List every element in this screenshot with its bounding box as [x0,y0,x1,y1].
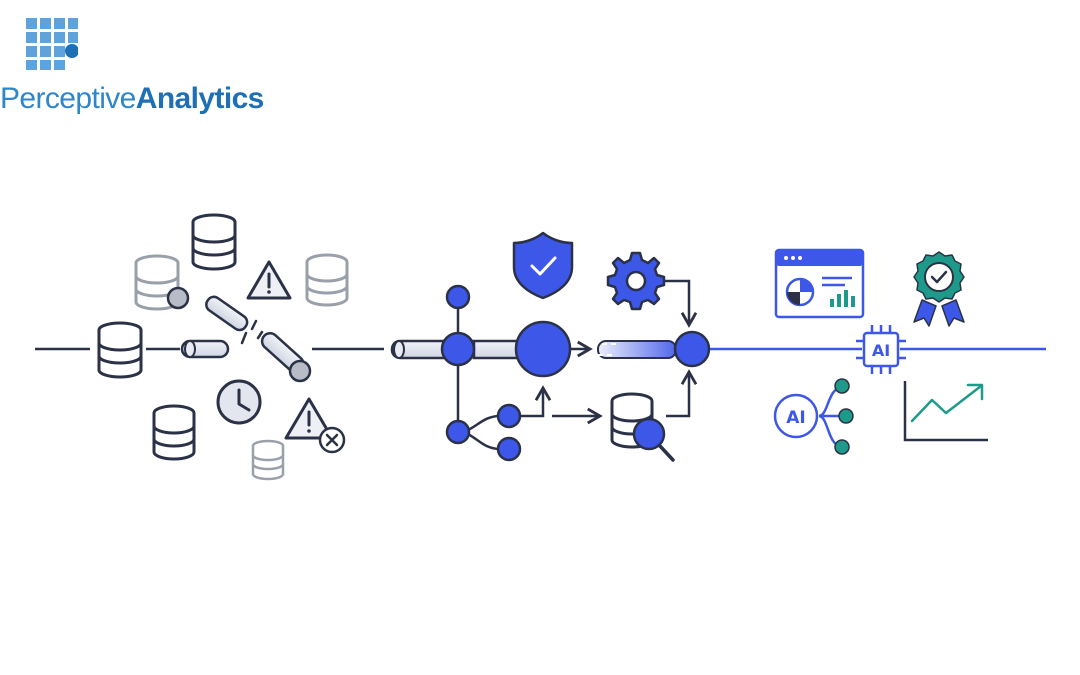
pipeline-node [440,331,476,367]
broken-pipe-icon [205,295,249,332]
grid-logo-icon [26,18,78,70]
branch-icon [445,403,522,462]
dashboard-icon [774,248,865,319]
database-icon [152,404,196,461]
database-icon [97,321,143,379]
database-icon [305,253,349,307]
ai-chip-icon [856,325,906,374]
flow-arrow [664,279,698,328]
ai-network-label: AI [786,408,805,428]
pipe-end-icon [166,286,190,310]
shield-check-icon [512,231,574,300]
trend-chart-icon [903,381,988,442]
pipeline-node [673,330,711,368]
gear-icon [606,251,666,311]
flow-arrow [520,385,552,418]
warning-icon [246,260,292,300]
database-icon [191,213,237,271]
database-search-icon [610,392,675,462]
error-icon [284,397,346,454]
clock-icon [216,379,262,425]
ai-network-icon [773,378,854,455]
pipeline-node [445,284,471,310]
award-badge-icon [913,251,965,327]
database-icon [251,439,285,481]
break-mark [240,319,264,345]
ai-chip-label: AI [872,341,890,360]
brand-word-perceptive: Perceptive [0,82,136,115]
broken-pipe-icon [180,339,230,359]
data-flow-stream [597,340,677,359]
brand-wordmark: PerceptiveAnalytics [0,82,264,116]
brand-logo: PerceptiveAnalytics [0,14,264,115]
pipeline-hub [514,320,572,378]
pipe-end-icon [288,359,312,383]
flow-arrow [666,369,698,418]
brand-word-analytics: Analytics [135,82,265,115]
